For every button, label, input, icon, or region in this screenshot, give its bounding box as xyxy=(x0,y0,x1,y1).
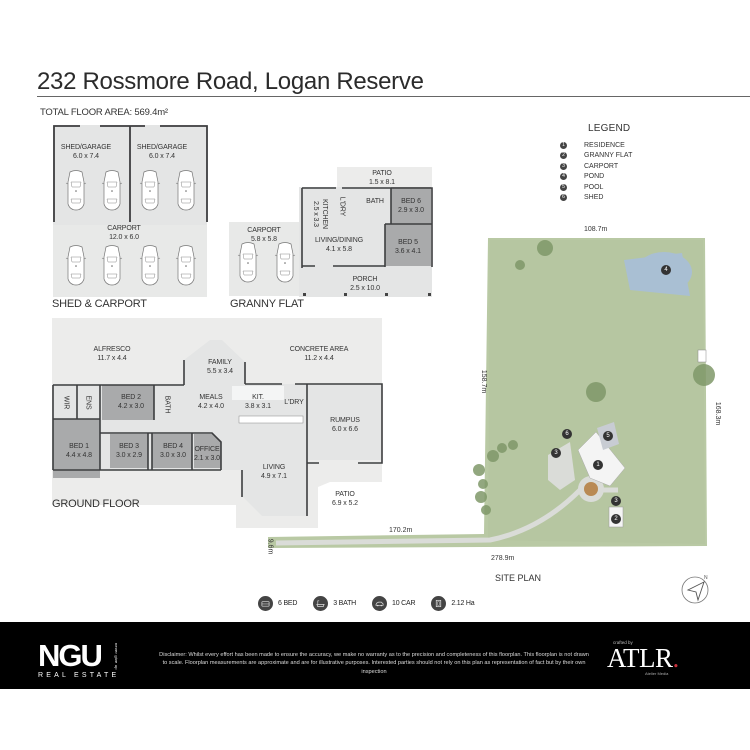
floorplan-drawing xyxy=(52,125,715,548)
room-bath: BATH xyxy=(163,395,171,414)
room-laundry: L'DRY xyxy=(284,399,304,406)
stat-bath: 3 BATH xyxy=(313,596,356,611)
dim-top: 108.7m xyxy=(584,226,608,233)
title-divider xyxy=(37,96,750,97)
section-label-site-plan: SITE PLAN xyxy=(495,573,542,583)
room-gf-bath: BATH xyxy=(366,198,384,205)
dim-driveway-top: 170.2m xyxy=(389,527,413,534)
footer-bar xyxy=(0,622,750,689)
stat-car: 10 CAR xyxy=(372,596,416,611)
dim-right: 168.3m xyxy=(714,401,722,426)
site-plan-drawing xyxy=(268,238,715,548)
section-label-granny-flat: GRANNY FLAT xyxy=(230,298,304,310)
page-title: 232 Rossmore Road, Logan Reserve xyxy=(37,68,424,95)
room-ensuite: ENS xyxy=(84,395,92,410)
room-gf-laundry: L'DRY xyxy=(338,196,346,217)
land-icon xyxy=(431,596,447,611)
ngu-logo: NGU REAL ESTATE xyxy=(38,638,120,679)
ngu-tagline: never give up xyxy=(114,643,119,670)
room-wir: WIR xyxy=(62,395,70,410)
dim-bottom: 278.9m xyxy=(491,555,515,562)
stat-bed: 6 BED xyxy=(258,596,297,611)
room-kitchen: KIT.3.8 x 3.1 xyxy=(245,394,271,410)
compass-icon: N xyxy=(679,571,715,612)
svg-text:N: N xyxy=(704,575,708,581)
car-icon xyxy=(372,596,388,611)
stat-land: 2.12 Ha xyxy=(431,596,475,611)
total-floor-area: TOTAL FLOOR AREA: 569.4m² xyxy=(40,107,168,118)
shed-carport-plan xyxy=(53,125,208,297)
granny-flat-plan xyxy=(229,167,433,297)
dim-driveway-width: 9.6m xyxy=(266,538,274,555)
bath-icon xyxy=(313,596,329,611)
legend-title: LEGEND xyxy=(588,123,631,134)
section-label-shed-carport: SHED & CARPORT xyxy=(52,298,147,310)
dim-left: 158.7m xyxy=(480,369,488,394)
ground-floor-plan xyxy=(52,318,383,528)
property-stats: 6 BED 3 BATH 10 CAR 2.12 Ha xyxy=(258,596,490,611)
atlr-logo: crafted by ATLR. Atelier Media xyxy=(607,640,679,676)
footer-margin xyxy=(0,689,750,750)
bed-icon xyxy=(258,596,273,611)
disclaimer-text: Disclaimer: Whilst every effort has been… xyxy=(159,652,589,675)
section-label-ground-floor: GROUND FLOOR xyxy=(52,498,140,510)
